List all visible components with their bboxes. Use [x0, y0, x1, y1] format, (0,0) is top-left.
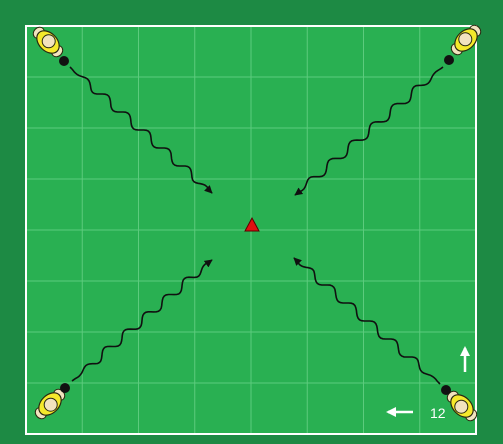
- scale-label: 12: [430, 405, 446, 421]
- ball-bottom-left: [60, 383, 70, 393]
- ball-bottom-right: [441, 385, 451, 395]
- ball-top-left: [59, 56, 69, 66]
- ball-top-right: [444, 55, 454, 65]
